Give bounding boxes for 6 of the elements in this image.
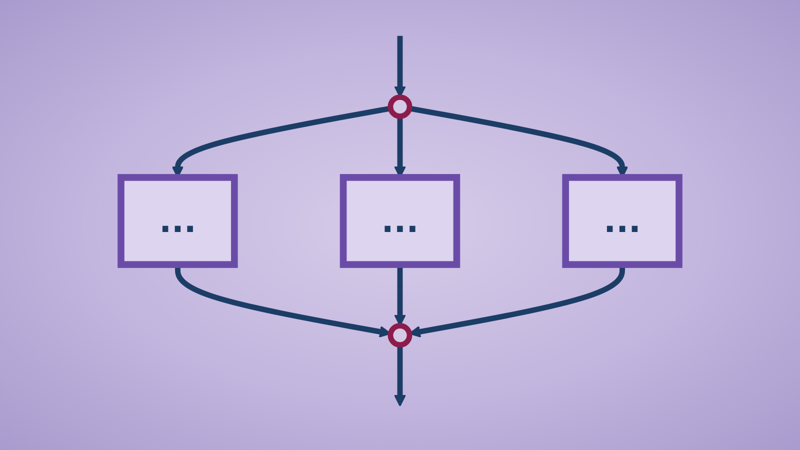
arrow: [394, 344, 406, 407]
node-circle: [388, 323, 412, 348]
node-box: ...: [340, 174, 460, 268]
node-box: ...: [118, 174, 238, 268]
node-box: ...: [562, 174, 682, 268]
node-circle: [388, 94, 412, 119]
